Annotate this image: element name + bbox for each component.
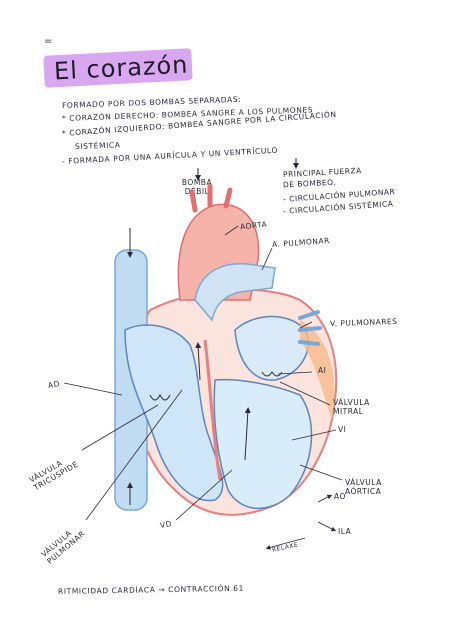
flow-arrow-rv	[195, 342, 202, 381]
pulmonary-artery	[194, 263, 276, 322]
title-mark: =	[44, 36, 53, 47]
label-ai: AI	[318, 366, 327, 375]
arrow-ao	[317, 494, 333, 503]
leader-aorta	[224, 225, 239, 236]
left-ventricle	[213, 378, 313, 509]
leader-vd	[175, 469, 233, 521]
leader-valvula-tricuspide	[81, 404, 159, 451]
mitral-valve	[261, 371, 283, 377]
right-heart	[124, 324, 224, 502]
tricuspid-valve	[149, 393, 171, 401]
leader-valvula-mitral	[279, 381, 331, 406]
leader-vi	[291, 429, 337, 441]
label-bomba-debil: BOMBA DÉBIL	[181, 178, 213, 196]
arrow-ila	[317, 521, 337, 532]
pulmonary-veins	[298, 310, 322, 346]
label-valvula-aortica: VÁLVULA AÓRTICA	[345, 478, 382, 496]
arrow-relaxe	[265, 537, 306, 550]
leader-valvula-aortica	[299, 464, 343, 481]
aortic-branch	[189, 183, 233, 213]
label-valvula-mitral: VÁLVULA MITRAL	[333, 398, 370, 416]
septum	[203, 339, 222, 481]
flow-arrow-lv	[244, 407, 251, 461]
orange-wall	[300, 320, 335, 420]
leader-a-pulmonar	[261, 247, 273, 271]
leader-v-pulmonares	[299, 321, 313, 329]
left-atrium	[234, 315, 309, 381]
label-vi: VI	[338, 425, 347, 434]
label-ila: ILA	[338, 527, 352, 536]
label-ao: AO	[334, 492, 346, 501]
leader-ai	[277, 371, 313, 375]
leader-ad	[63, 382, 123, 396]
leader-valvula-pulmonar	[85, 389, 183, 521]
